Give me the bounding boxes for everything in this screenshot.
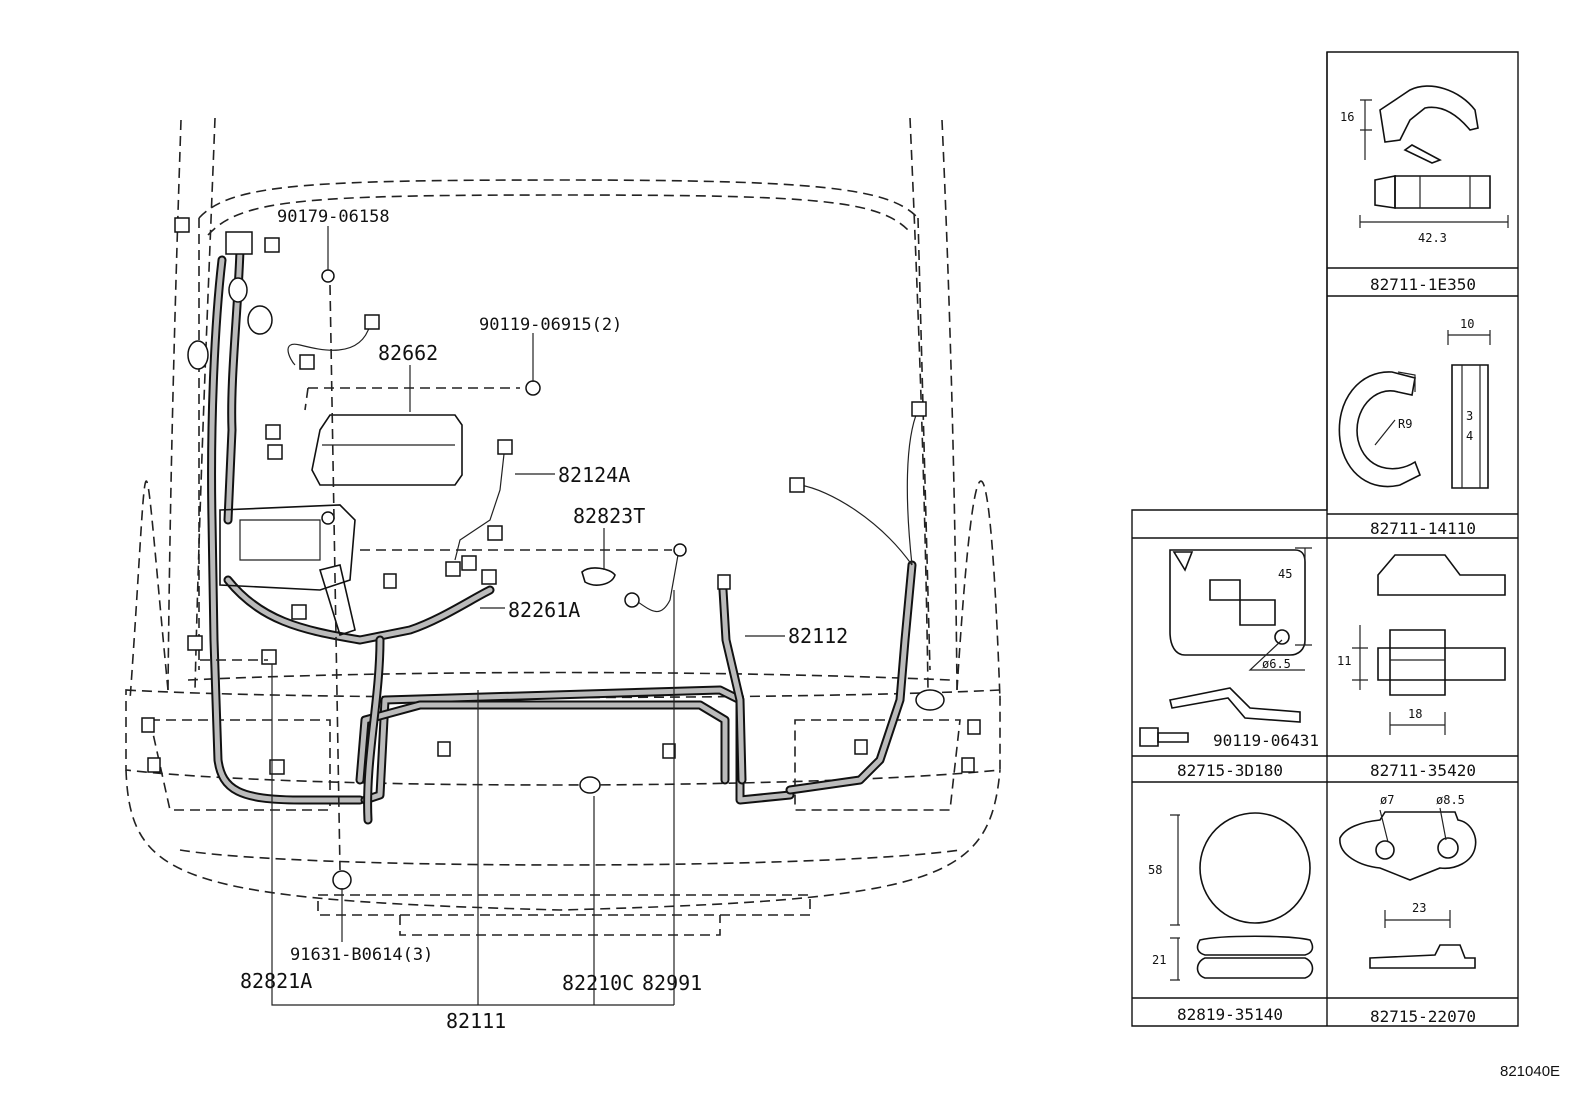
relay-box-82662 — [311, 414, 463, 486]
dim-18: 18 — [1408, 707, 1422, 721]
dim-3: 3 — [1466, 409, 1473, 423]
bracket-82715-3D180-drawing — [1139, 547, 1312, 747]
part-82711-1E350: 82711-1E350 — [1370, 275, 1476, 294]
diagram-id: 821040E — [1500, 1063, 1560, 1080]
part-82819-35140: 82819-35140 — [1177, 1005, 1283, 1024]
label-82662: 82662 — [378, 341, 438, 365]
part-82715-3D180: 82715-3D180 — [1177, 761, 1283, 780]
dim-6-5: ø6.5 — [1262, 657, 1291, 671]
label-82210C: 82210C — [562, 971, 634, 995]
thin-wires — [287, 324, 919, 613]
dim-10: 10 — [1460, 317, 1474, 331]
label-82124A: 82124A — [558, 463, 630, 487]
reference-lines — [200, 284, 672, 871]
part-82715-22070: 82715-22070 — [1370, 1007, 1476, 1026]
dim-R9: R9 — [1398, 417, 1412, 431]
harness-82112 — [718, 560, 917, 795]
clamp-82711-14110-drawing — [1338, 330, 1491, 489]
dim-4: 4 — [1466, 429, 1473, 443]
harness-82124A — [454, 444, 506, 561]
dim-45: 45 — [1278, 567, 1292, 581]
dim-58: 58 — [1148, 863, 1162, 877]
grommet-82819-35140-drawing — [1170, 812, 1314, 981]
dim-23: 23 — [1412, 901, 1426, 915]
vehicle-outline — [125, 117, 1001, 936]
junction-block — [219, 504, 356, 637]
bolt-90119-06431: 90119-06431 — [1213, 731, 1319, 750]
parts-panel: 16 42.3 82711-1E350 10 R9 3 4 82711-1411… — [1131, 51, 1519, 1027]
clamp-82711-35420-drawing — [1352, 554, 1506, 735]
label-90179-06158: 90179-06158 — [277, 207, 390, 227]
connectors — [141, 217, 981, 890]
dim-21: 21 — [1152, 953, 1166, 967]
label-82821A: 82821A — [240, 969, 312, 993]
label-82261A: 82261A — [508, 598, 580, 622]
harness-82111 — [207, 245, 795, 825]
dim-42-3: 42.3 — [1418, 231, 1447, 245]
part-82711-35420: 82711-35420 — [1370, 761, 1476, 780]
leader-lines — [271, 226, 785, 1006]
dim-11: 11 — [1337, 654, 1351, 668]
bracket-82715-22070-drawing — [1339, 807, 1477, 969]
dim-16: 16 — [1340, 110, 1354, 124]
dim-7: ø7 — [1380, 793, 1394, 807]
dim-8-5: ø8.5 — [1436, 793, 1465, 807]
clip-82711-1E350-drawing — [1359, 85, 1509, 228]
label-91631-B0614: 91631-B0614(3) — [290, 945, 433, 965]
grommet-82823T — [581, 567, 616, 586]
label-82823T: 82823T — [573, 504, 645, 528]
label-82991: 82991 — [642, 971, 702, 995]
label-82112: 82112 — [788, 624, 848, 648]
label-90119-06915: 90119-06915(2) — [479, 315, 622, 335]
part-82711-14110: 82711-14110 — [1370, 519, 1476, 538]
label-82111: 82111 — [446, 1009, 506, 1033]
